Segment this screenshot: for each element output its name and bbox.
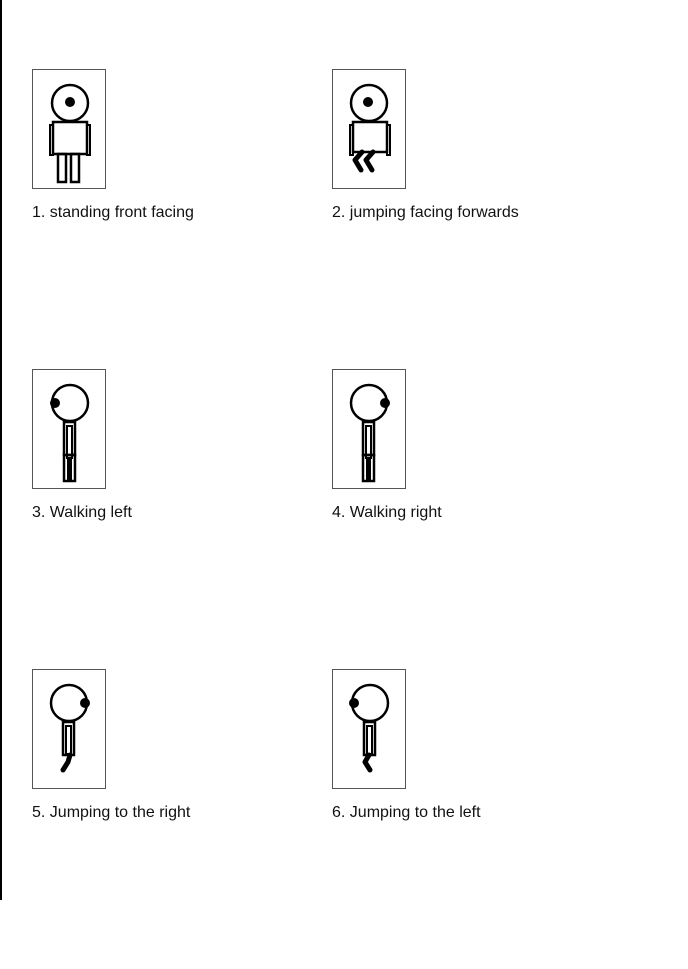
stick-figure-walking-right-icon [349,383,390,483]
page-left-border [0,0,2,900]
stick-figure-jumping-forward-icon [349,83,391,173]
sprite-cell-jumping-right: 5. Jumping to the right [32,669,332,969]
sprite-caption: 2. jumping facing forwards [332,204,519,221]
sprite-frame [332,369,406,489]
sprite-frame [32,369,106,489]
stick-figure-jumping-left-icon [349,683,390,773]
sprite-caption: 4. Walking right [332,504,442,521]
sprite-cell-jumping-forward: 2. jumping facing forwards [332,69,632,369]
sprite-frame [32,69,106,189]
sprite-cell-standing-front: 1. standing front facing [32,69,332,369]
sprite-frame [332,69,406,189]
sprite-cell-walking-right: 4. Walking right [332,369,632,669]
sprite-frame [32,669,106,789]
stick-figure-jumping-right-icon [49,683,90,773]
sprite-caption: 5. Jumping to the right [32,804,191,821]
stick-figure-standing-front-icon [49,83,91,184]
sprite-cell-walking-left: 3. Walking left [32,369,332,669]
sprite-cell-jumping-left: 6. Jumping to the left [332,669,632,969]
sprite-caption: 1. standing front facing [32,204,194,221]
stick-figure-walking-left-icon [50,383,90,483]
sprite-caption: 6. Jumping to the left [332,804,481,821]
sprite-frame [332,669,406,789]
sprite-caption: 3. Walking left [32,504,132,521]
